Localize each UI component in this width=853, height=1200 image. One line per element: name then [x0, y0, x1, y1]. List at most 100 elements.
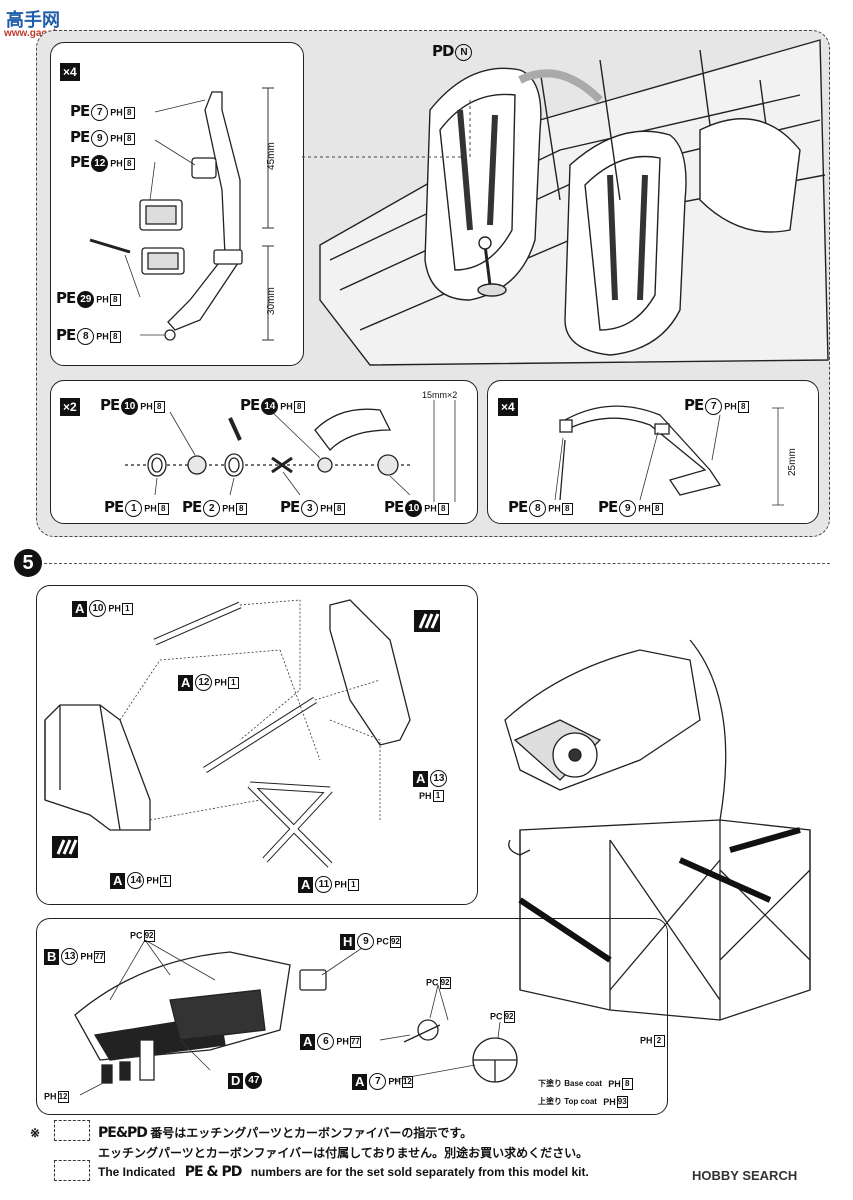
paint-code: PH	[640, 1035, 653, 1046]
paint-number: 8	[123, 106, 135, 119]
car-interior-drawing	[319, 39, 829, 366]
part-number: 11	[315, 876, 333, 894]
paint-number: 1	[121, 602, 133, 615]
paint-number: 8	[561, 502, 573, 515]
note-text: 番号はエッチングパーツとカーボンファイバーの指示です。	[150, 1126, 473, 1140]
strap-drawing	[559, 405, 722, 501]
part-number: 9	[619, 500, 637, 518]
paint-number: 12	[401, 1075, 413, 1088]
part-prefix: PE	[508, 498, 528, 516]
part-letter: B	[44, 948, 60, 965]
part-letter: D	[228, 1072, 244, 1089]
paint-code: PH	[214, 677, 227, 688]
note-box-1	[54, 1120, 90, 1141]
paint-code: PH	[80, 951, 93, 962]
paint-code: PH	[146, 875, 159, 886]
part-letter: A	[178, 674, 194, 691]
part-letter: A	[413, 770, 429, 787]
part-prefix: PE	[280, 498, 300, 516]
part-number: 7	[705, 398, 723, 416]
paint-code: PH	[96, 294, 109, 305]
part-letter: A	[298, 876, 314, 893]
part-number: 10	[405, 500, 423, 518]
paint-number: 92	[389, 935, 401, 948]
part-number: 9	[357, 933, 375, 951]
part-number: 13	[430, 770, 448, 788]
part-prefix: PD	[432, 42, 454, 60]
part-number: 6	[317, 1033, 335, 1051]
rollcage-parts-drawing	[44, 599, 411, 868]
paint-number: 92	[143, 929, 155, 942]
part-prefix: PE	[598, 498, 618, 516]
part-number: 10	[121, 398, 139, 416]
paint-number: 8	[123, 157, 135, 170]
paint-code: PH	[608, 1079, 621, 1089]
logo-text: 高手网	[6, 10, 60, 31]
part-prefix: PE	[70, 102, 90, 120]
part-number: 1	[125, 500, 143, 518]
paint-code: PC	[376, 936, 389, 947]
paint-number: 93	[616, 1096, 628, 1108]
part-prefix: PE	[684, 396, 704, 414]
paint-code: PH	[110, 107, 123, 118]
rollcage-panel	[36, 585, 478, 905]
paint-code: PH	[419, 790, 432, 801]
part-letter: A	[300, 1033, 316, 1050]
part-number: 12	[195, 674, 213, 692]
part-prefix: PE	[240, 396, 260, 414]
decal-icon	[52, 610, 440, 858]
dashboard-parts-drawing	[74, 951, 518, 1084]
paint-number: 2	[653, 1034, 665, 1047]
paint-code: PH	[724, 401, 737, 412]
coat-label: 下塗り Base coat	[538, 1079, 603, 1089]
paint-number: 8	[651, 502, 663, 515]
paint-number: 1	[159, 874, 171, 887]
multiplier-ring: ×2	[60, 398, 80, 416]
multiplier-belt: ×4	[60, 63, 80, 81]
part-number: N	[455, 44, 473, 62]
paint-number: 8	[235, 502, 247, 515]
part-number: 8	[77, 328, 95, 346]
paint-number: 8	[333, 502, 345, 515]
paint-code: PH	[110, 158, 123, 169]
ring-drawing	[125, 408, 410, 477]
part-number: 8	[529, 500, 547, 518]
paint-number: 77	[93, 950, 105, 963]
part-prefix: PE	[70, 128, 90, 146]
paint-number: 8	[123, 132, 135, 145]
paint-code: PH	[334, 879, 347, 890]
part-prefix: PE	[56, 289, 76, 307]
step-number: 5	[22, 552, 34, 574]
paint-number: 92	[503, 1010, 515, 1023]
part-letter: A	[352, 1073, 368, 1090]
paint-number: 8	[157, 502, 169, 515]
paint-code: PH	[140, 401, 153, 412]
paint-number: 1	[227, 676, 239, 689]
part-letter: H	[340, 933, 356, 950]
watermark: HOBBY SEARCH	[692, 1168, 797, 1183]
note-jp-2: エッチングパーツとカーボンファイバーは付属しておりません。別途お買い求めください…	[98, 1146, 589, 1160]
paint-number: 8	[293, 400, 305, 413]
coat-label: 上塗り Top coat	[538, 1097, 597, 1107]
dimension-30mm: 30mm	[266, 287, 277, 315]
completed-cage-drawing	[504, 639, 811, 1021]
